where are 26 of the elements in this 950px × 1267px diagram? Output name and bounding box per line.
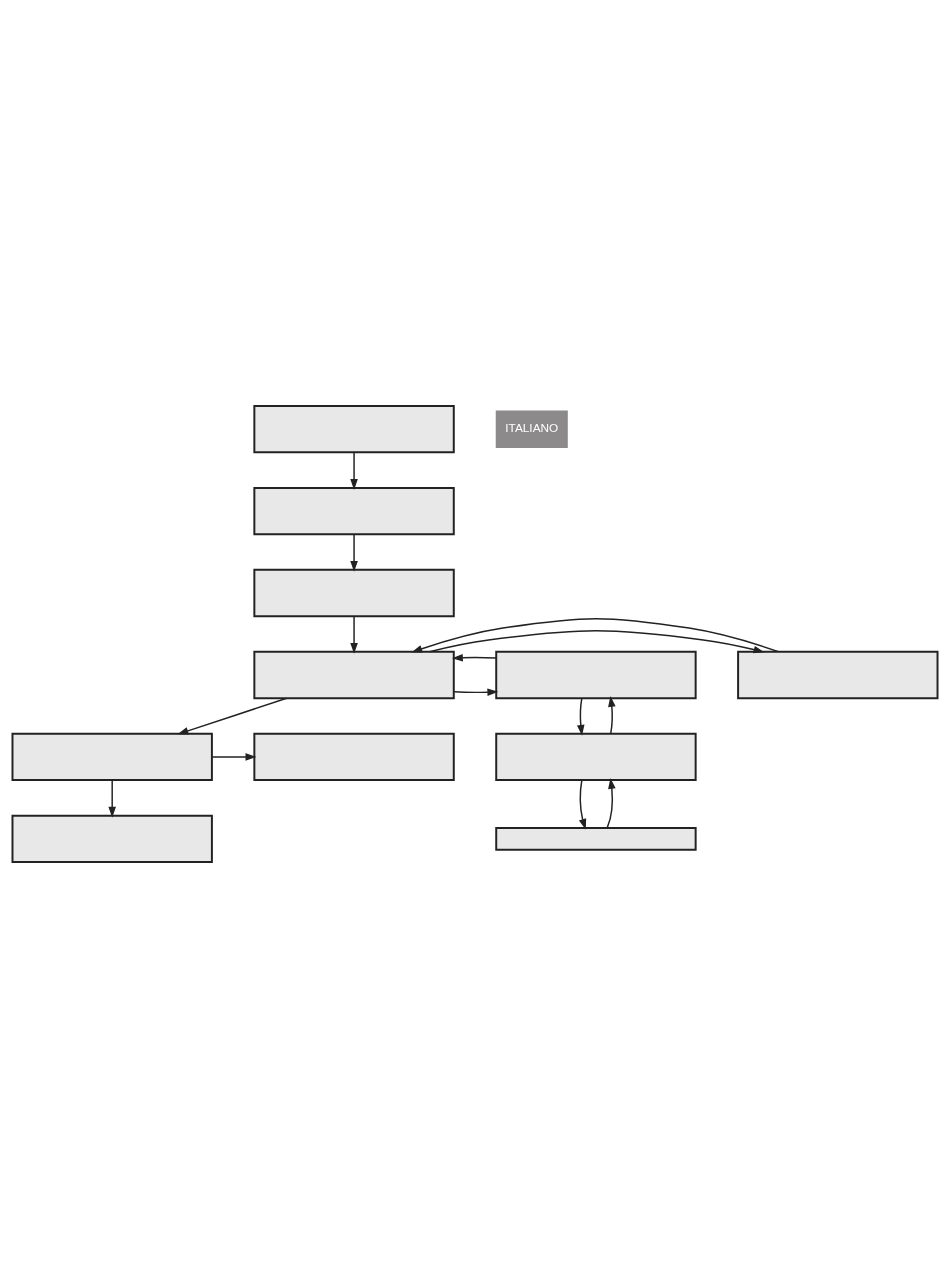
arrow — [350, 533, 358, 572]
node-box — [495, 732, 697, 781]
node-box — [253, 732, 455, 781]
arrow — [428, 629, 765, 653]
node-box — [253, 404, 455, 453]
arrow — [350, 451, 358, 490]
arrow — [108, 778, 116, 818]
arrow — [177, 697, 288, 735]
node-bar — [495, 826, 697, 851]
arrow — [578, 778, 587, 830]
arrow — [453, 687, 499, 696]
node-box — [11, 732, 213, 781]
node-box — [11, 814, 213, 863]
arrow — [576, 697, 585, 736]
arrow — [606, 777, 616, 828]
node-box — [253, 486, 455, 535]
node-box — [253, 568, 455, 617]
node-box — [495, 650, 697, 699]
arrow — [452, 653, 497, 662]
node-box — [253, 650, 455, 699]
label: ITALIANO — [505, 420, 559, 435]
node-box — [737, 650, 939, 699]
arrow — [211, 752, 257, 761]
arrow — [350, 615, 358, 654]
arrow — [411, 617, 780, 652]
arrow — [608, 695, 616, 734]
